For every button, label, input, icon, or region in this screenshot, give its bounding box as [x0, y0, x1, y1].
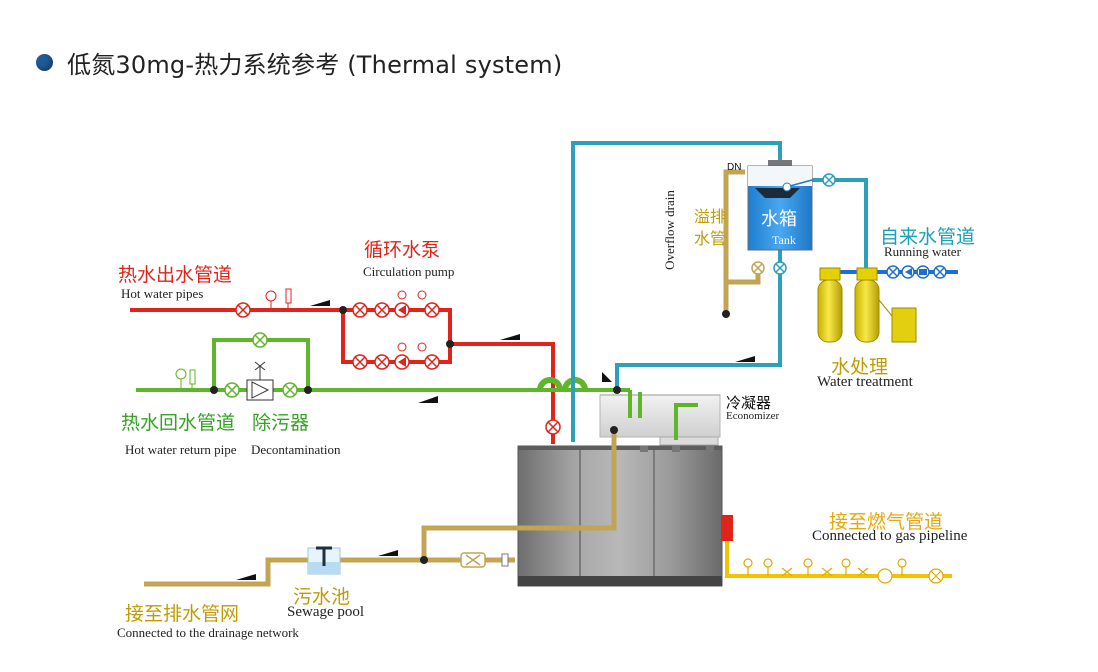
water-tank — [747, 160, 813, 251]
drainage-valve — [460, 552, 509, 568]
drainage-network-label-zh: 接至排水管网 — [125, 603, 240, 625]
drainage-network-label-en: Connected to the drainage network — [117, 625, 299, 640]
gas-pipeline — [725, 541, 952, 578]
decontamination-label-en: Decontamination — [251, 442, 341, 457]
economizer-label-en: Economizer — [726, 410, 780, 422]
dn-label: DN — [727, 162, 742, 173]
overflow-drain-label-en: Overflow drain — [661, 190, 677, 270]
water-treatment-label-en: Water treatment — [817, 374, 913, 390]
decontamination-label-zh: 除污器 — [252, 412, 310, 434]
junction-dots — [210, 306, 730, 564]
tank-label-zh: 水箱 — [761, 209, 797, 230]
hot-water-pipes-label-zh: 热水出水管道 — [118, 264, 233, 286]
gas-valves — [743, 558, 944, 584]
hot-water-valves — [235, 288, 292, 318]
sewage-pool — [307, 546, 341, 575]
hot-water-return-label-zh: 热水回水管道 — [121, 412, 236, 434]
hot-water-pipes-label-en: Hot water pipes — [121, 286, 204, 301]
overflow-drain-label-zh: 溢排水管 — [694, 207, 727, 248]
gas-pipeline-label-zh: 接至燃气管道 — [829, 511, 944, 533]
burner — [721, 515, 733, 541]
water-treatment-units — [817, 267, 917, 343]
boiler — [517, 445, 723, 587]
return-water-valves — [175, 332, 298, 401]
circulation-pump-label-en: Circulation pump — [363, 264, 455, 279]
economizer-label-zh: 冷凝器 — [726, 394, 772, 412]
sewage-pool-label-zh: 污水池 — [293, 586, 351, 608]
water-treatment-label-zh: 水处理 — [831, 356, 889, 378]
economizer — [599, 394, 721, 452]
pump-valve-row-bottom — [352, 342, 440, 370]
bullet-dot-icon — [36, 54, 53, 71]
pipe-crossing — [537, 377, 563, 391]
sewage-pool-label-en: Sewage pool — [287, 604, 365, 620]
flow-arrows — [236, 300, 755, 580]
running-water-valves — [886, 265, 947, 279]
drainage-pipes — [144, 430, 617, 587]
hot-water-return-label-en: Hot water return pipe — [125, 442, 237, 457]
running-water-label-en: Running water — [884, 244, 961, 259]
circulation-pump-label-zh: 循环水泵 — [364, 239, 441, 261]
boiler-outlet-valve — [545, 419, 561, 435]
running-water-label-zh: 自来水管道 — [880, 226, 976, 248]
tank-label-en: Tank — [772, 233, 796, 247]
gas-pipeline-label-en: Connected to gas pipeline — [812, 528, 968, 544]
page-title: 低氮30mg-热力系统参考 (Thermal system) — [36, 45, 562, 80]
pump-valve-row-top — [352, 290, 440, 318]
page-title-text: 低氮30mg-热力系统参考 (Thermal system) — [67, 51, 563, 79]
tank-valves — [751, 173, 836, 275]
